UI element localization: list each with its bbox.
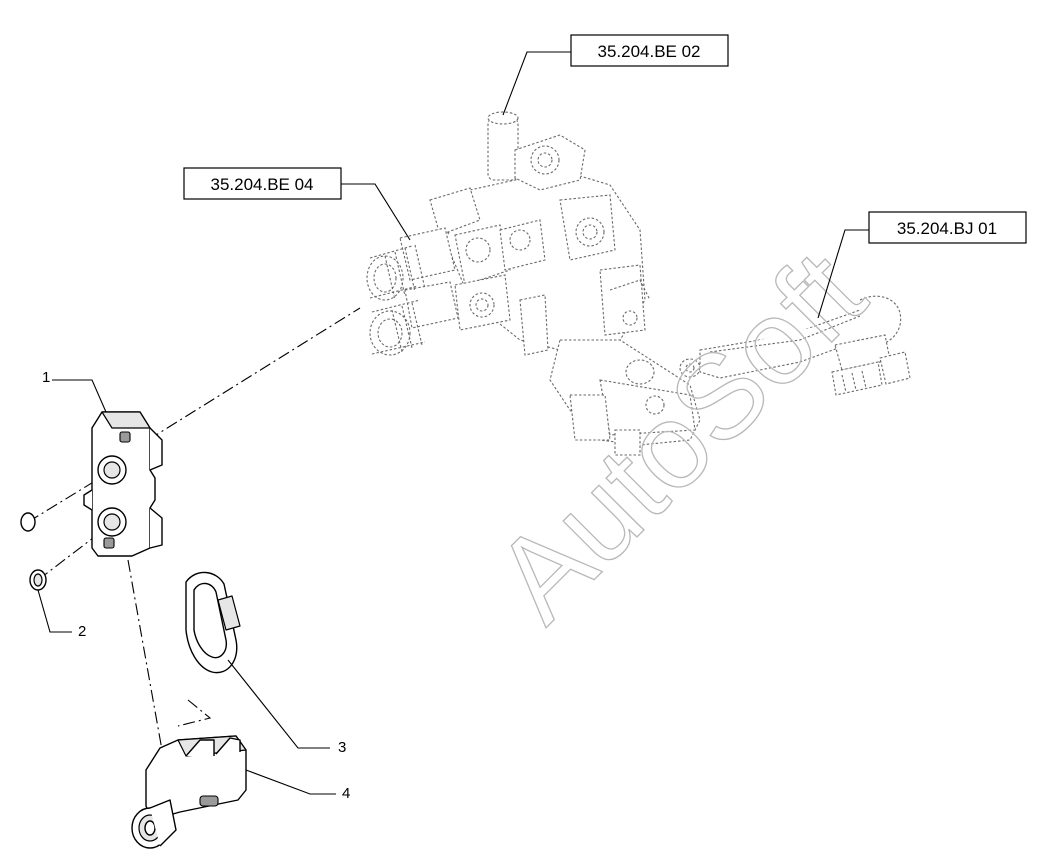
reference-be02[interactable]: 35.204.BE 02	[570, 34, 729, 67]
leader-bj01	[817, 229, 869, 319]
alignment-line-valve	[147, 307, 361, 441]
valve-assembly-ghost	[366, 111, 911, 456]
reference-bj01-label: 35.204.BJ 01	[897, 219, 997, 238]
leader-item2	[37, 589, 72, 633]
reference-be04[interactable]: 35.204.BE 04	[183, 167, 342, 200]
reference-bj01[interactable]: 35.204.BJ 01	[868, 211, 1027, 244]
alignment-line-vertical	[127, 559, 163, 751]
callout-item2: 2	[78, 623, 86, 640]
callout-item4: 4	[342, 785, 350, 802]
leader-be02	[502, 51, 571, 116]
callout-item1: 1	[42, 369, 50, 386]
alignment-line-bracket	[177, 699, 212, 727]
leader-item1	[52, 379, 107, 413]
reference-be04-label: 35.204.BE 04	[210, 175, 313, 194]
part-1-valve-section[interactable]	[83, 411, 163, 557]
leader-item4	[245, 769, 336, 795]
alignment-line-seal-upper	[27, 477, 101, 523]
leader-be04	[341, 183, 411, 241]
reference-be02-label: 35.204.BE 02	[597, 42, 700, 61]
part-3-gasket[interactable]	[185, 571, 241, 674]
part-2-o-rings[interactable]	[20, 512, 47, 591]
callout-item3: 3	[338, 739, 346, 756]
part-4-end-cover[interactable]	[131, 735, 247, 849]
leader-item3	[227, 659, 330, 749]
